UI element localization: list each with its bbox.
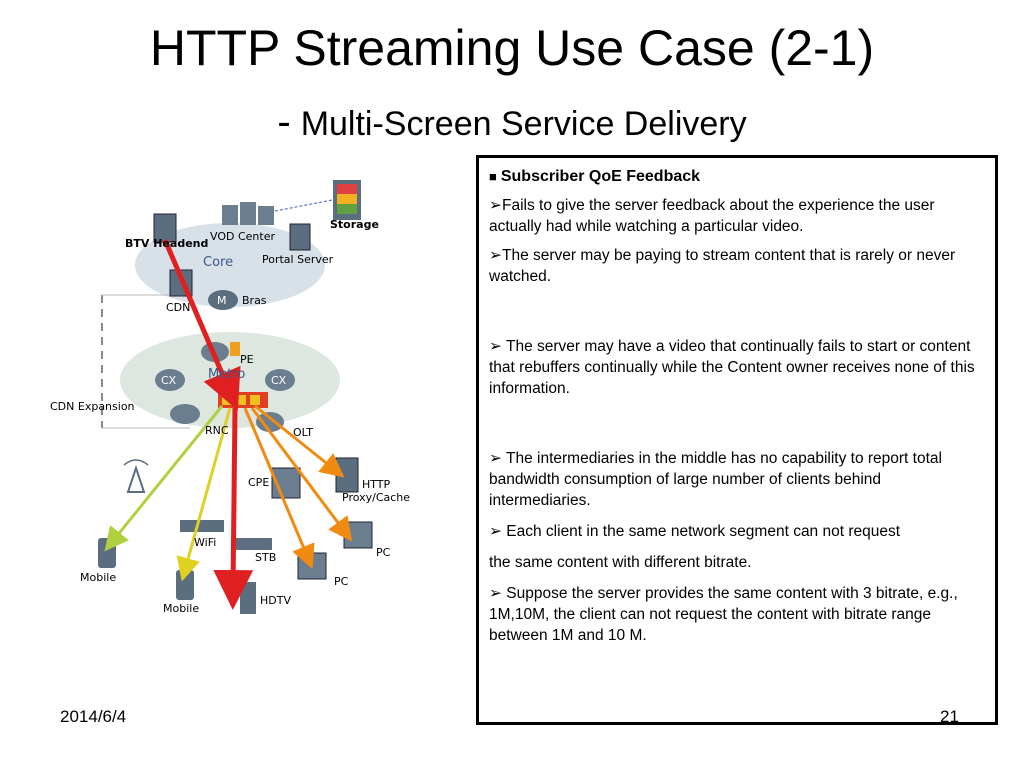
panel-item: ➢ Each client in the same network segmen… xyxy=(489,523,901,540)
label-storage: Storage xyxy=(330,218,379,231)
yellow-arrow-mobile xyxy=(176,407,232,582)
label-cdn: CDN xyxy=(166,301,190,314)
cx-switch-left-icon: CX xyxy=(155,369,185,391)
orange-arrow-proxy xyxy=(254,404,345,478)
storage-icon xyxy=(333,180,361,220)
rnc-icon xyxy=(170,404,200,424)
label-pc-bottom: PC xyxy=(334,575,349,588)
slide-title: HTTP Streaming Use Case (2-1) xyxy=(149,20,875,76)
label-hdtv: HDTV xyxy=(260,594,291,607)
slide-number: 21 xyxy=(940,707,959,726)
label-pe: PE xyxy=(240,353,254,366)
red-arrow-hdtv xyxy=(213,407,254,610)
panel-item: ➢ Suppose the server provides the same c… xyxy=(489,585,958,644)
cdn-expansion-cache-icon xyxy=(218,392,268,408)
label-proxy-cache: Proxy/Cache xyxy=(342,491,410,504)
orange-arrow-pc1 xyxy=(250,407,353,542)
wifi-router-icon xyxy=(180,520,224,532)
square-bullet-icon: ■ xyxy=(489,169,497,184)
panel-item: ➢The server may be paying to stream cont… xyxy=(489,247,956,285)
subtitle-text: Multi-Screen Service Delivery xyxy=(300,105,747,143)
link-vod-storage xyxy=(269,199,333,213)
red-arrow-core xyxy=(162,239,241,411)
network-diagram: M CX CX Storage VOD Center BTV Headend xyxy=(50,180,410,615)
panel-item: ➢Fails to give the server feedback about… xyxy=(489,197,935,235)
svg-text:CX: CX xyxy=(161,374,177,387)
label-vod-center: VOD Center xyxy=(210,230,275,243)
portal-server-icon xyxy=(289,223,311,251)
bras-router-icon: M xyxy=(208,290,238,310)
label-rnc: RNC xyxy=(205,424,229,437)
svg-text:CX: CX xyxy=(271,374,287,387)
label-cdn-expansion: CDN Expansion xyxy=(50,400,135,413)
label-bras: Bras xyxy=(242,294,267,307)
cell-tower-icon xyxy=(123,459,149,493)
panel-heading-text: Subscriber QoE Feedback xyxy=(500,168,701,185)
label-cpe: CPE xyxy=(248,476,269,489)
stb-icon xyxy=(236,538,272,550)
panel-item: ➢ The intermediaries in the middle has n… xyxy=(489,450,942,509)
panel-item: ➢ The server may have a video that conti… xyxy=(489,338,975,397)
proxy-cache-icon xyxy=(335,457,359,493)
subtitle-dash: - xyxy=(277,100,291,144)
label-mobile-left: Mobile xyxy=(80,571,116,584)
mobile-bottom-icon xyxy=(176,570,194,600)
vod-center-icon xyxy=(222,202,274,225)
label-wifi: WiFi xyxy=(194,536,216,549)
label-core: Core xyxy=(203,255,233,270)
label-olt: OLT xyxy=(293,426,313,439)
svg-text:M: M xyxy=(217,294,227,307)
pc-bottom-icon xyxy=(297,552,327,580)
label-portal-server: Portal Server xyxy=(262,253,334,266)
qoe-feedback-panel: ■Subscriber QoE Feedback ➢Fails to give … xyxy=(476,155,998,725)
olt-icon xyxy=(256,412,284,432)
label-mobile-bottom: Mobile xyxy=(163,602,199,615)
pc-right-icon xyxy=(343,521,373,549)
label-pc-right: PC xyxy=(376,546,391,559)
label-http: HTTP xyxy=(362,478,391,491)
hdtv-icon xyxy=(240,582,256,614)
panel-item: the same content with different bitrate. xyxy=(489,554,752,571)
green-arrow-mobile xyxy=(104,405,224,552)
label-btv-headend: BTV Headend xyxy=(125,237,208,250)
panel-heading: ■Subscriber QoE Feedback xyxy=(489,166,985,187)
label-metro: Metro xyxy=(208,367,245,382)
cx-switch-right-icon: CX xyxy=(265,369,295,391)
slide-subtitle: -Multi-Screen Service Delivery xyxy=(0,100,1024,146)
orange-arrow-pc2 xyxy=(243,407,315,570)
slide-date: 2014/6/4 xyxy=(60,707,127,726)
label-stb: STB xyxy=(255,551,276,564)
